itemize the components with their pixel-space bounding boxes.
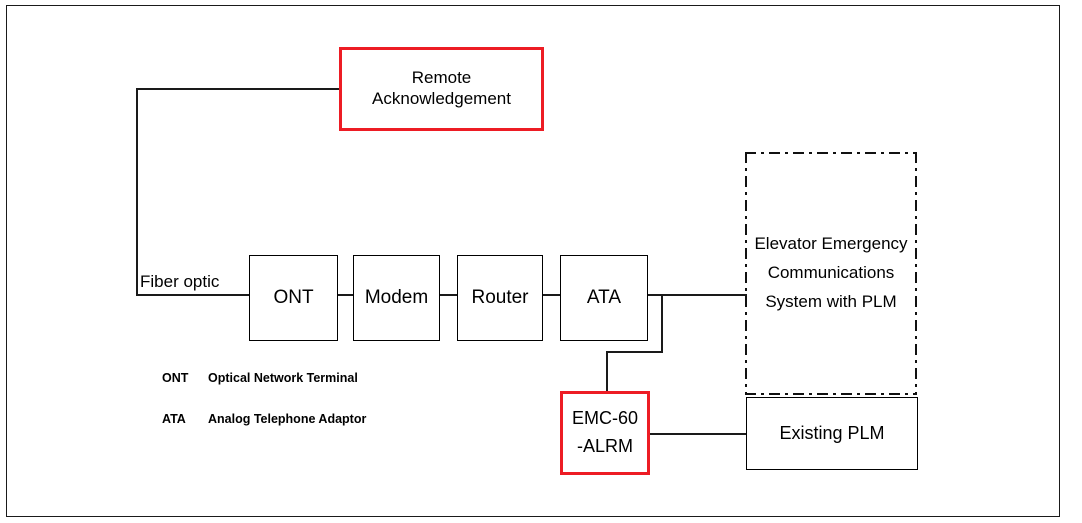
node-ata[interactable]: ATA: [560, 255, 648, 341]
node-modem[interactable]: Modem: [353, 255, 440, 341]
wire-fiber-vertical: [136, 88, 138, 295]
wire-ont-to-modem: [336, 294, 355, 296]
wire-ata-to-elevator-system: [646, 294, 747, 296]
wire-ata-branch-horizontal: [606, 351, 663, 353]
wire-emc60-to-existing-plm: [648, 433, 748, 435]
node-existing-plm[interactable]: Existing PLM: [746, 397, 918, 470]
node-elevator-emergency-communications-system[interactable]: Elevator Emergency Communications System…: [745, 152, 917, 395]
wire-modem-to-router: [438, 294, 459, 296]
page-border: [6, 5, 1060, 517]
legend-row-ata: ATA Analog Telephone Adaptor: [162, 412, 366, 426]
node-router[interactable]: Router: [457, 255, 543, 341]
node-ont-label: ONT: [273, 287, 314, 309]
node-existing-plm-label: Existing PLM: [779, 422, 885, 443]
dashdot-border-bottom: [745, 393, 917, 395]
legend-expansion-ata: Analog Telephone Adaptor: [208, 412, 367, 426]
node-ata-label: ATA: [586, 287, 622, 309]
node-elevator-system-label: Elevator Emergency Communications System…: [754, 234, 908, 311]
node-emc-60-alrm[interactable]: EMC-60 -ALRM: [560, 391, 650, 475]
node-remote-acknowledgement-label: Remote Acknowledgement: [372, 68, 511, 108]
wire-ata-branch-vertical: [661, 294, 663, 353]
dashdot-border-right: [915, 152, 917, 395]
dashdot-border-left: [745, 152, 747, 395]
legend-expansion-ont: Optical Network Terminal: [208, 371, 358, 385]
legend-abbr-ont: ONT: [162, 371, 189, 385]
node-remote-acknowledgement[interactable]: Remote Acknowledgement: [339, 47, 544, 131]
node-ont[interactable]: ONT: [249, 255, 338, 341]
wire-fiber-top-to-remote-ack: [136, 88, 341, 90]
legend-row-ont: ONT Optical Network Terminal: [162, 371, 358, 385]
node-router-label: Router: [471, 287, 529, 309]
wire-router-to-ata: [541, 294, 562, 296]
node-modem-label: Modem: [364, 287, 429, 309]
node-emc-60-alrm-label: EMC-60 -ALRM: [571, 408, 638, 456]
label-fiber-optic: Fiber optic: [138, 272, 222, 292]
dashdot-border-top: [745, 152, 917, 154]
wire-branch-to-emc60: [606, 351, 608, 392]
legend-abbr-ata: ATA: [162, 412, 186, 426]
wire-fiber-bottom: [136, 294, 251, 296]
